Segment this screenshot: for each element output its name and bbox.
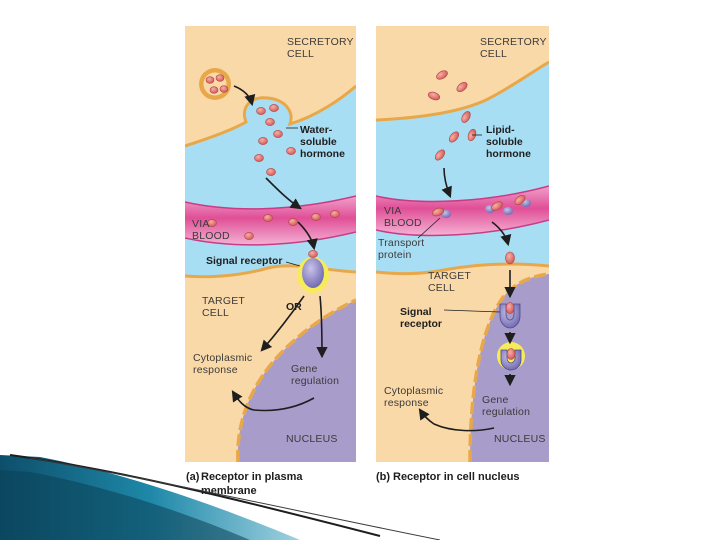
a-signal-receptor-label: Signal receptor [206,255,282,267]
b-gene-regulation-label-1: Gene [482,394,509,406]
panel-b [376,26,549,462]
a-gene-regulation-label-2: regulation [291,375,339,387]
a-via-blood-label-2: BLOOD [192,230,230,242]
a-hormone-label-1: Water- [300,124,333,136]
a-target-cell-label-1: TARGET [202,295,245,307]
secretory-cell-membrane [376,60,549,122]
b-cytoplasmic-response-label-2: response [384,397,429,409]
a-cytoplasmic-response-label-2: response [193,364,238,376]
membrane-receptor [302,258,324,288]
b-target-cell-label-1: TARGET [428,270,471,282]
a-caption-letter: (a) [186,471,200,483]
b-secretory-cell-label-2: CELL [480,48,507,60]
b-caption-line-1: Receptor in cell nucleus [393,471,520,483]
a-gene-regulation-label-1: Gene [291,363,318,375]
a-secretory-cell-label-2: CELL [287,48,314,60]
secretory-cell-membrane [185,84,356,148]
a-caption-line-1: Receptor in plasma [201,471,303,483]
b-nucleus-label: NUCLEUS [494,433,546,445]
a-nucleus-label: NUCLEUS [286,433,338,445]
slide-accent-swoosh [0,454,441,540]
b-target-cell-label-2: CELL [428,282,455,294]
b-hormone-label-1: Lipid- [486,124,515,136]
b-transport-protein-label-1: Transport [378,237,424,249]
b-hormone-label-3: hormone [486,148,531,160]
cytoplasmic-receptor [499,303,521,329]
b-signal-receptor-label-1: Signal [400,306,432,318]
panel-a [185,26,356,462]
blood-vessel [376,186,549,236]
b-transport-protein-label-2: protein [378,249,412,261]
b-secretory-cell-label-1: SECRETORY [480,36,547,48]
b-signal-receptor-label-2: receptor [400,318,442,330]
panel-b-arrows [418,167,516,432]
a-hormone-label-2: soluble [300,136,337,148]
water-soluble-hormones [205,74,340,258]
a-hormone-label-3: hormone [300,148,345,160]
panel-a-arrows [231,85,328,412]
a-target-cell-label-2: CELL [202,307,229,319]
a-cytoplasmic-response-label-1: Cytoplasmic [193,352,252,364]
a-or-label: OR [286,301,302,313]
hormone-receptor-complex [500,349,522,371]
b-via-blood-label-2: BLOOD [384,217,422,229]
b-via-blood-label-1: VIA [384,205,402,217]
target-cell-membrane [376,262,549,276]
b-hormone-label-2: soluble [486,136,523,148]
a-caption-line-2: membrane [201,485,257,497]
b-caption-letter: (b) [376,471,390,483]
nucleus [237,300,356,462]
b-cytoplasmic-response-label-1: Cytoplasmic [384,385,443,397]
b-gene-regulation-label-2: regulation [482,406,530,418]
a-via-blood-label-1: VIA [192,218,210,230]
a-secretory-cell-label-1: SECRETORY [287,36,354,48]
